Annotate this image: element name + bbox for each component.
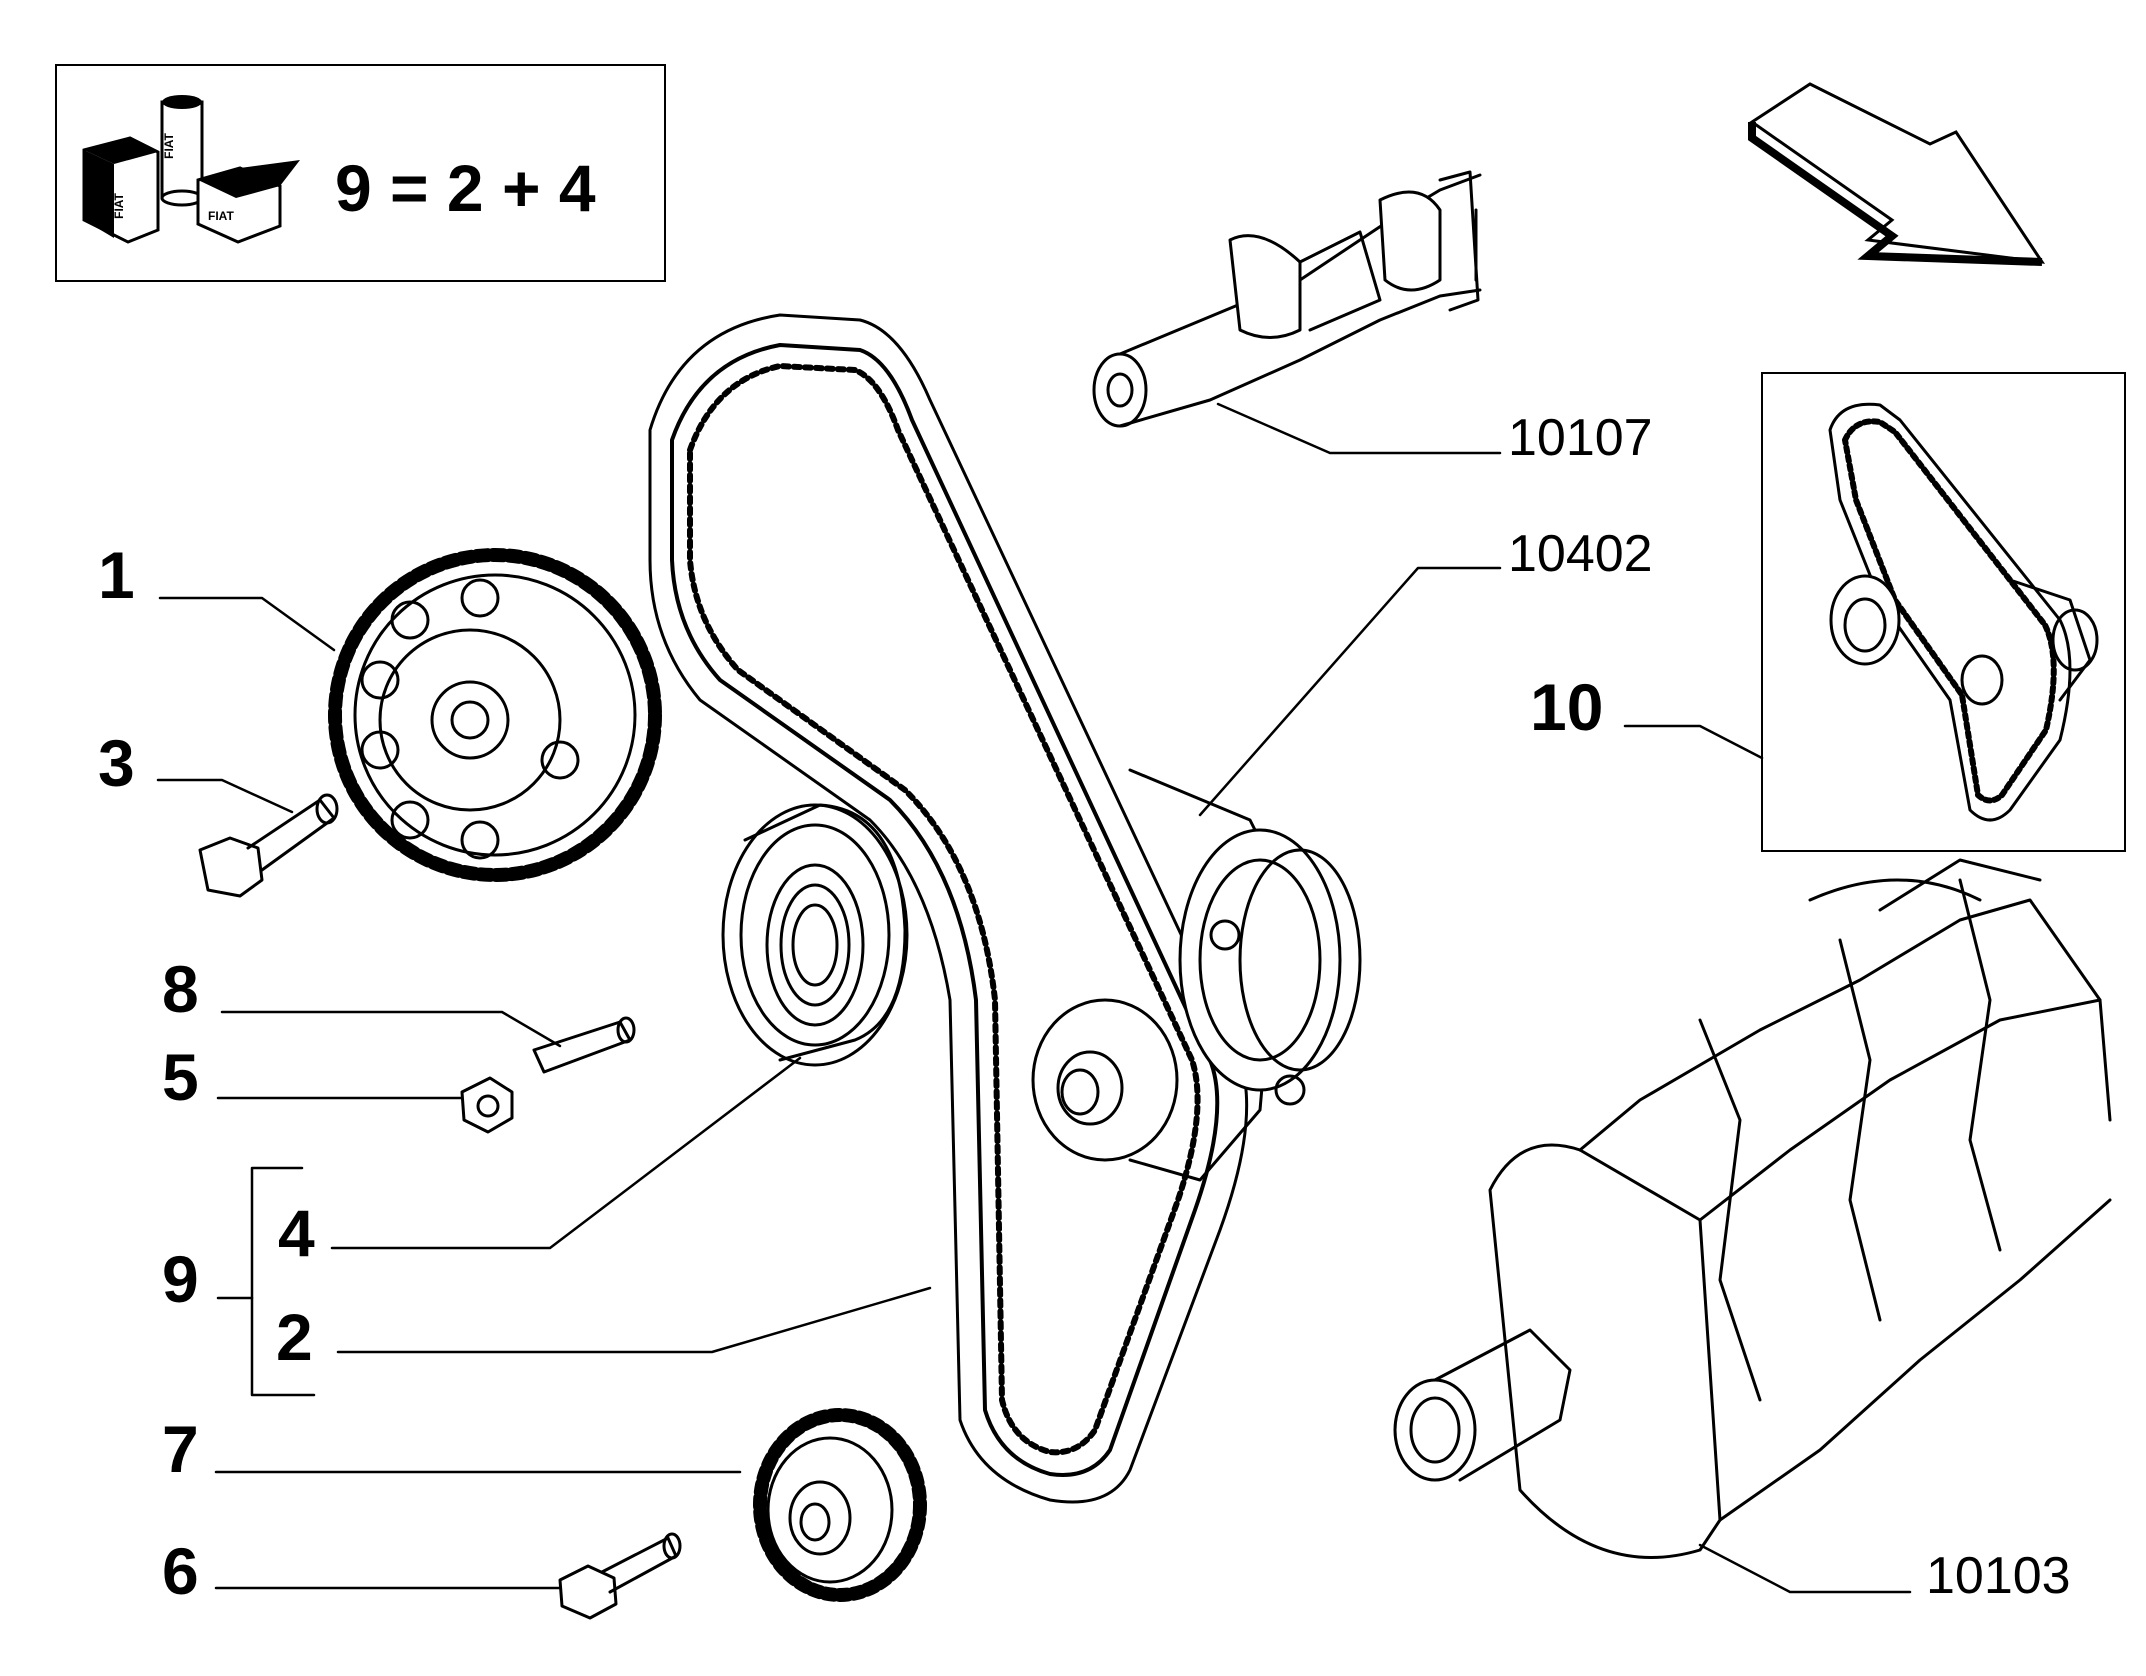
callout-6: 6	[162, 1534, 199, 1608]
belt-hub	[1031, 998, 1179, 1162]
inset-belt-kit	[1828, 402, 2099, 822]
callout-8: 8	[162, 952, 199, 1026]
crank-bolt	[558, 1532, 682, 1620]
callout-1: 1	[98, 538, 135, 612]
stud	[532, 1016, 636, 1074]
camshaft-gear	[328, 548, 662, 882]
leader-lines	[156, 402, 1912, 1594]
callout-4: 4	[278, 1196, 315, 1270]
camshaft	[1092, 170, 1482, 428]
callout-7: 7	[162, 1412, 199, 1486]
timing-belt	[648, 313, 1249, 1504]
callout-9: 9	[162, 1242, 199, 1316]
ref-10107: 10107	[1508, 409, 1653, 467]
kit-legend-box	[55, 64, 666, 282]
camshaft-pulley	[1128, 768, 1362, 1182]
kit-box-icon	[82, 95, 300, 244]
callout-5: 5	[162, 1040, 199, 1114]
callout-2: 2	[276, 1300, 313, 1374]
group-bracket	[216, 1166, 316, 1397]
kit-inset-box	[1761, 372, 2126, 852]
kit-label-3: FIAT	[208, 209, 234, 223]
ref-10103: 10103	[1926, 1547, 2071, 1605]
ref-10402: 10402	[1508, 525, 1653, 583]
crankshaft-gear	[753, 1408, 927, 1602]
tensioner-pulley	[721, 803, 909, 1067]
gear-bolt	[198, 793, 339, 898]
nut	[460, 1076, 514, 1134]
direction-arrow-icon	[1748, 82, 2046, 266]
callout-10: 10	[1530, 670, 1604, 744]
callout-3: 3	[98, 726, 135, 800]
kit-formula: 9 = 2 + 4	[335, 151, 596, 225]
crankshaft	[1393, 858, 2112, 1559]
